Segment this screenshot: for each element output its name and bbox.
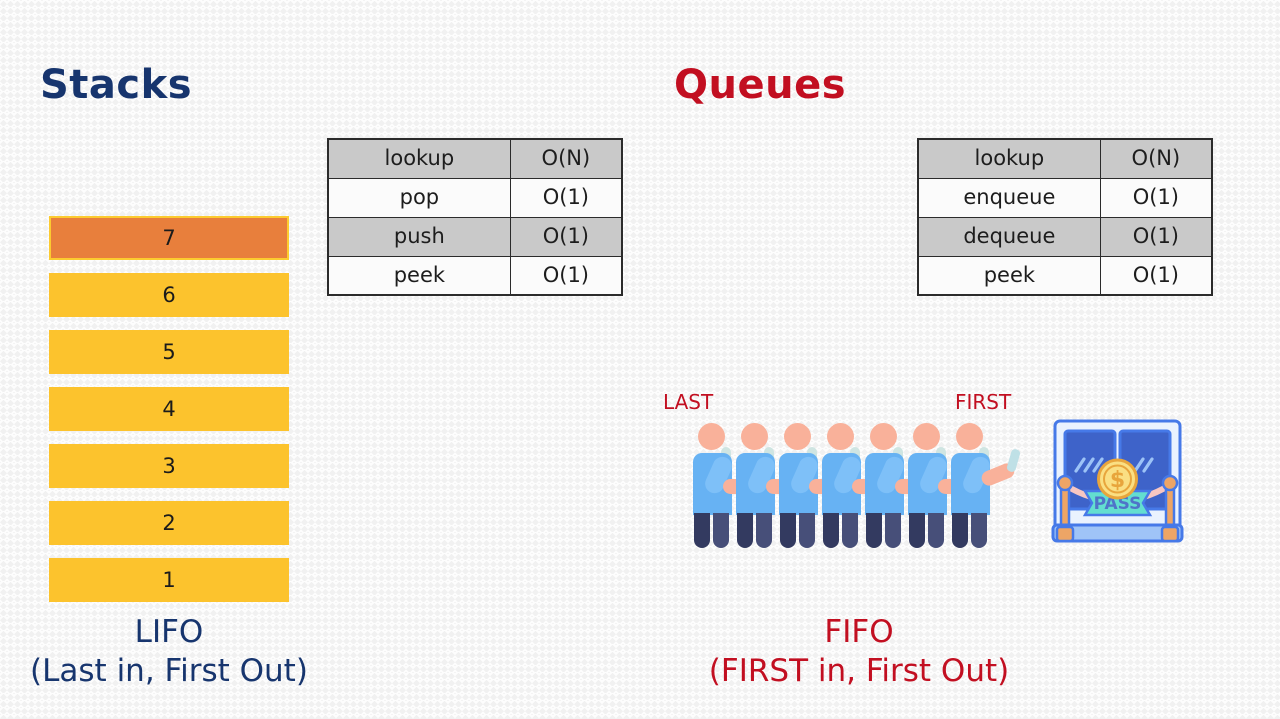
table-row: dequeue O(1) <box>917 216 1213 257</box>
table-row: peek O(1) <box>917 255 1213 296</box>
queue-op-peek: peek <box>917 255 1101 296</box>
table-row: push O(1) <box>327 216 623 257</box>
fifo-caption: FIFO (FIRST in, First Out) <box>708 614 1010 689</box>
queues-title: Queues <box>674 62 847 108</box>
queue-person-7-first <box>943 423 1021 548</box>
queue-last-label: LAST <box>663 390 714 414</box>
stack-block-1: 1 <box>49 558 289 602</box>
queue-table-body: lookup O(N) enqueue O(1) dequeue O(1) pe… <box>917 138 1213 296</box>
queue-illustration: LAST FIRST <box>655 385 1205 565</box>
queue-person-5 <box>857 423 925 548</box>
leg-left-shape <box>780 513 796 548</box>
queue-op-enqueue: enqueue <box>917 177 1101 218</box>
stack-op-push: push <box>327 216 511 257</box>
table-row: lookup O(N) <box>917 138 1213 179</box>
queue-people-row <box>685 423 1021 548</box>
head-icon <box>870 423 897 450</box>
stack-block-4: 4 <box>49 387 289 431</box>
stanchion-posts <box>1056 474 1179 533</box>
stack-complexity-table: lookup O(N) pop O(1) push O(1) peek O(1) <box>327 138 623 296</box>
queue-first-label: FIRST <box>955 390 1012 414</box>
queue-complexity-enqueue: O(1) <box>1099 177 1213 218</box>
queue-complexity-dequeue: O(1) <box>1099 216 1213 257</box>
queue-complexity-table: lookup O(N) enqueue O(1) dequeue O(1) pe… <box>917 138 1213 296</box>
head-icon <box>741 423 768 450</box>
head-icon <box>913 423 940 450</box>
coin-inner-ring <box>1103 464 1132 494</box>
queue-op-dequeue: dequeue <box>917 216 1101 257</box>
stack-block-7: 7 <box>49 216 289 260</box>
leg-left-shape <box>694 513 710 548</box>
leg-left-shape <box>737 513 753 548</box>
leg-right-shape <box>713 513 729 548</box>
stack-complexity-peek: O(1) <box>509 255 623 296</box>
leg-left-shape <box>952 513 968 548</box>
head-icon <box>956 423 983 450</box>
head-icon <box>698 423 725 450</box>
stack-block-5: 5 <box>49 330 289 374</box>
post-foot-left <box>1055 525 1075 543</box>
stack-block-diagram: 7 6 5 4 3 2 1 <box>49 216 289 615</box>
queue-person-1 <box>685 423 753 548</box>
head-icon <box>784 423 811 450</box>
ticket-booth-icon: PASS $ <box>1051 419 1184 543</box>
queue-complexity-peek: O(1) <box>1099 255 1213 296</box>
leg-right-shape <box>885 513 901 548</box>
ticket-icon <box>1006 448 1021 473</box>
stack-table-body: lookup O(N) pop O(1) push O(1) peek O(1) <box>327 138 623 296</box>
table-row: pop O(1) <box>327 177 623 218</box>
leg-left-shape <box>909 513 925 548</box>
coin-dollar-symbol: $ <box>1110 468 1125 493</box>
leg-right-shape <box>928 513 944 548</box>
table-row: peek O(1) <box>327 255 623 296</box>
leg-right-shape <box>799 513 815 548</box>
stack-block-3: 3 <box>49 444 289 488</box>
stack-complexity-push: O(1) <box>509 216 623 257</box>
pass-banner-shape <box>1082 489 1153 517</box>
stacks-title: Stacks <box>40 62 193 108</box>
queue-person-2 <box>728 423 796 548</box>
lifo-caption: LIFO (Last in, First Out) <box>30 614 308 689</box>
stack-op-pop: pop <box>327 177 511 218</box>
queue-op-lookup: lookup <box>917 138 1101 179</box>
booth-base <box>1051 523 1184 543</box>
head-icon <box>827 423 854 450</box>
pass-banner-text: PASS <box>1094 494 1142 514</box>
stack-block-6: 6 <box>49 273 289 317</box>
leg-left-shape <box>823 513 839 548</box>
stack-op-peek: peek <box>327 255 511 296</box>
window-glint-lines <box>1074 457 1154 473</box>
leg-right-shape <box>842 513 858 548</box>
stack-op-lookup: lookup <box>327 138 511 179</box>
leg-right-shape <box>971 513 987 548</box>
stack-complexity-lookup: O(N) <box>509 138 623 179</box>
table-row: lookup O(N) <box>327 138 623 179</box>
queue-complexity-lookup: O(N) <box>1099 138 1213 179</box>
post-foot-right <box>1160 525 1180 543</box>
table-row: enqueue O(1) <box>917 177 1213 218</box>
stack-block-2: 2 <box>49 501 289 545</box>
leg-right-shape <box>756 513 772 548</box>
leg-left-shape <box>866 513 882 548</box>
stack-complexity-pop: O(1) <box>509 177 623 218</box>
